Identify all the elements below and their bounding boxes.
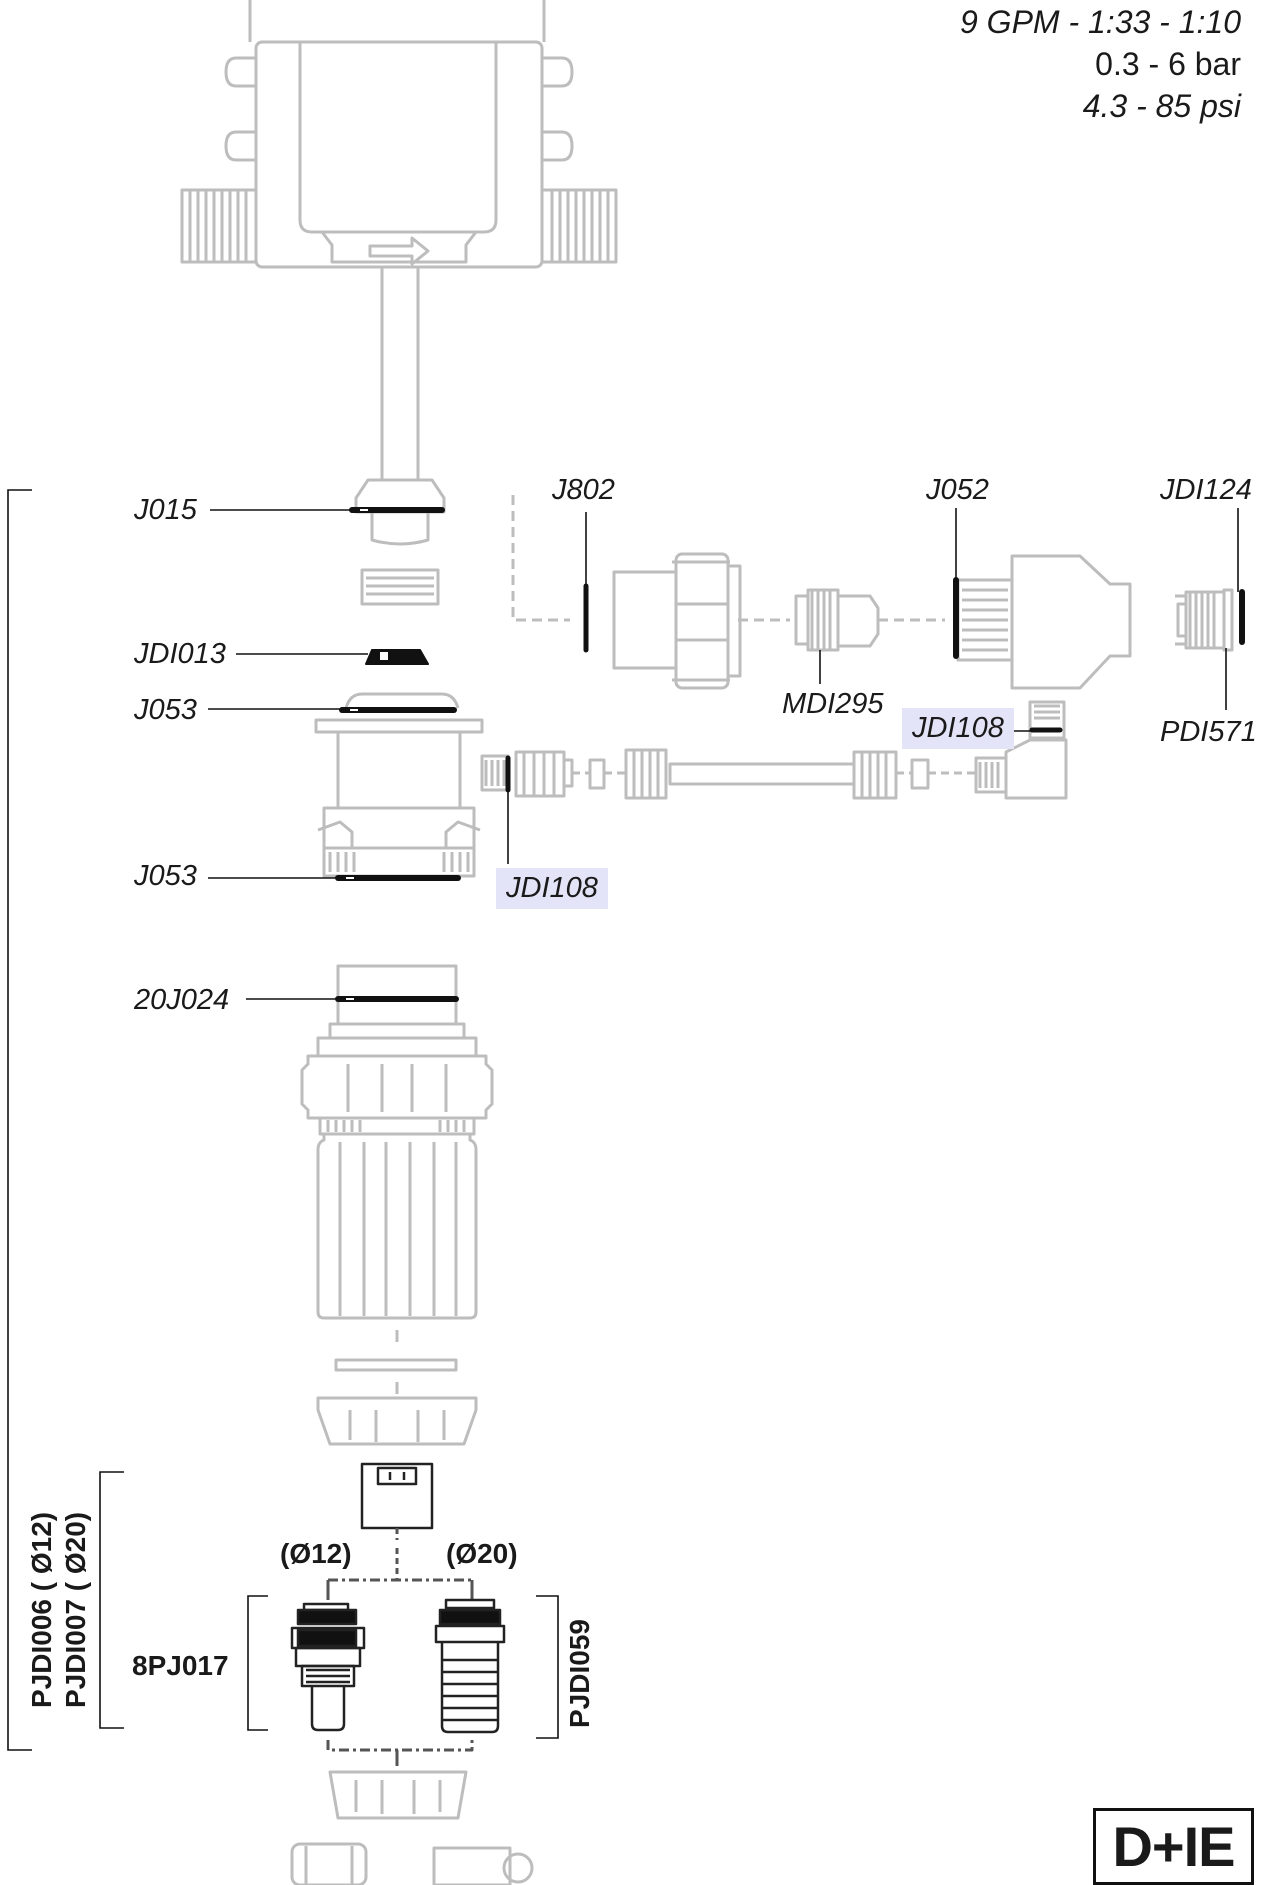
label-pjdi006: PJDI006 ( Ø12) <box>26 1511 57 1708</box>
valve-spring <box>794 588 880 652</box>
label-jdi124: JDI124 <box>1160 474 1252 506</box>
label-jdi108-left: JDI108 <box>496 868 608 909</box>
check-valve-cartridge <box>1175 588 1234 652</box>
label-jdi108-right: JDI108 <box>902 708 1014 749</box>
label-diameter-12: (Ø12) <box>280 1538 352 1569</box>
foot-valve-block <box>360 1462 434 1530</box>
label-pjdi007: PJDI007 ( Ø20) <box>60 1511 91 1708</box>
dosing-piston-body <box>300 964 494 1320</box>
model-badge: D+IE <box>1093 1808 1254 1885</box>
label-j052: J052 <box>926 474 989 506</box>
strainer-cap <box>328 1770 468 1820</box>
label-j053-top: J053 <box>134 694 197 726</box>
label-mdi295: MDI295 <box>782 688 884 720</box>
hose-fitting-d12 <box>290 1602 366 1732</box>
label-20j024: 20J024 <box>134 984 230 1016</box>
label-j802: J802 <box>552 474 615 506</box>
check-disk-jdi013 <box>365 649 429 665</box>
union-coupling <box>612 552 742 690</box>
label-8pj017: 8PJ017 <box>132 1650 229 1681</box>
label-j053-bottom: J053 <box>134 860 197 892</box>
spec-pressure-bar: 0.3 - 6 bar <box>1095 46 1241 82</box>
injector-body <box>956 554 1132 690</box>
hose-fitting-d20 <box>434 1598 506 1734</box>
label-diameter-20: (Ø20) <box>446 1538 518 1569</box>
spec-flow: 9 GPM - 1:33 - 1:10 <box>959 4 1241 40</box>
nut-housing <box>314 692 484 878</box>
label-j015: J015 <box>134 494 197 526</box>
strainer-parts <box>290 1842 534 1885</box>
lower-nut <box>316 1396 478 1446</box>
pump-body <box>180 0 618 546</box>
label-jdi013: JDI013 <box>134 638 226 670</box>
thread-adapter <box>360 568 440 606</box>
spec-pressure-psi: 4.3 - 85 psi <box>1082 88 1241 124</box>
label-pdi571: PDI571 <box>1160 716 1257 748</box>
label-pjdi059: PJDI059 <box>564 1619 595 1728</box>
